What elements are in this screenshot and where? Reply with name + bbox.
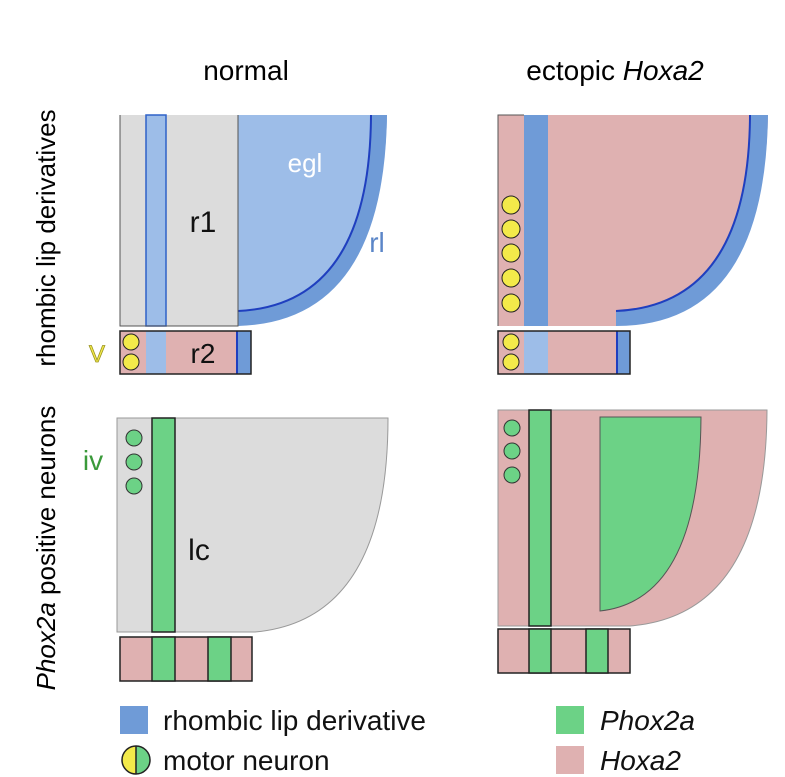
r2-rl-band — [617, 331, 630, 374]
label-rl: rl — [369, 227, 385, 258]
label-r2: r2 — [191, 338, 216, 369]
label-r1: r1 — [190, 206, 217, 239]
panel-normal-rhombic-lip: egl r1 rl r2 V — [89, 114, 387, 375]
legend-swatch-rhombic-lip — [120, 706, 148, 734]
phox2a-stripe — [528, 409, 552, 627]
panel-outline — [119, 115, 239, 327]
phox2a-neuron-circle — [125, 429, 143, 447]
panel-ectopic-phox2a — [497, 409, 768, 674]
row-label-rhombic-lip: rhombic lip derivatives — [31, 109, 61, 366]
phox2a-neuron-circle — [125, 477, 143, 495]
r2-strip — [119, 636, 253, 682]
lc-gray-region — [116, 417, 389, 633]
label-iv: iv — [83, 445, 103, 476]
rl-boundary-line — [615, 114, 751, 312]
rl-boundary-line — [237, 114, 372, 312]
legend-label-rhombic-lip: rhombic lip derivative — [163, 705, 426, 736]
panel-normal-phox2a: lc iv — [83, 417, 389, 682]
legend: rhombic lip derivative motor neuron Phox… — [120, 705, 695, 776]
column-header-ectopic: ectopic Hoxa2 — [526, 55, 704, 86]
motor-neuron-circle — [501, 293, 521, 313]
r2-strip — [498, 331, 630, 374]
row-label-phox2a: Phox2a positive neurons — [31, 406, 61, 691]
phox2a-stripe — [151, 636, 176, 682]
motor-neuron-circle — [502, 333, 520, 351]
r2-rl-band — [237, 331, 251, 374]
hoxa2-region — [498, 115, 768, 326]
lip-migratory-stripe — [524, 115, 548, 326]
column-header-normal: normal — [203, 55, 289, 86]
phox2a-neuron-circle — [503, 466, 521, 484]
phox2a-stripe — [151, 417, 176, 633]
panel-ectopic-rhombic-lip — [497, 114, 768, 375]
phox2a-stripe — [585, 628, 609, 674]
ectopic-lc-region — [599, 416, 702, 612]
motor-neuron-circle — [501, 195, 521, 215]
lip-migratory-stripe — [145, 114, 167, 327]
phox2a-neuron-circle — [503, 419, 521, 437]
phox2a-neuron-circle — [125, 453, 143, 471]
label-egl: egl — [288, 148, 323, 178]
rl-band — [238, 115, 387, 326]
motor-neuron-circle — [502, 353, 520, 371]
motor-neuron-circle — [501, 268, 521, 288]
r2-strip-outline — [119, 330, 252, 375]
phox2a-stripe — [207, 636, 232, 682]
motor-neuron-circle — [501, 219, 521, 239]
legend-swatch-phox2a — [556, 706, 584, 734]
legend-swatch-hoxa2 — [556, 746, 584, 774]
legend-label-phox2a: Phox2a — [600, 705, 695, 736]
egl-region — [238, 115, 387, 311]
motor-neuron-circle — [122, 353, 140, 371]
legend-label-hoxa2: Hoxa2 — [600, 745, 681, 776]
phox2a-neuron-circle — [503, 442, 521, 460]
legend-swatch-motor-neuron — [121, 745, 151, 775]
r2-lip-stripe — [524, 331, 548, 374]
r2-strip-outline — [497, 330, 631, 375]
phox2a-stripe — [528, 628, 552, 674]
r1-gray-region — [120, 115, 238, 326]
r2-strip — [120, 331, 251, 374]
motor-neuron-circle — [501, 243, 521, 263]
r2-lip-stripe — [146, 331, 166, 374]
legend-label-motor-neuron: motor neuron — [163, 745, 330, 776]
panel-outline — [497, 114, 524, 326]
rl-band — [616, 115, 768, 326]
label-lc: lc — [188, 534, 210, 567]
r2-strip — [497, 628, 631, 674]
label-v: V — [89, 341, 105, 368]
motor-neuron-circle — [122, 333, 140, 351]
